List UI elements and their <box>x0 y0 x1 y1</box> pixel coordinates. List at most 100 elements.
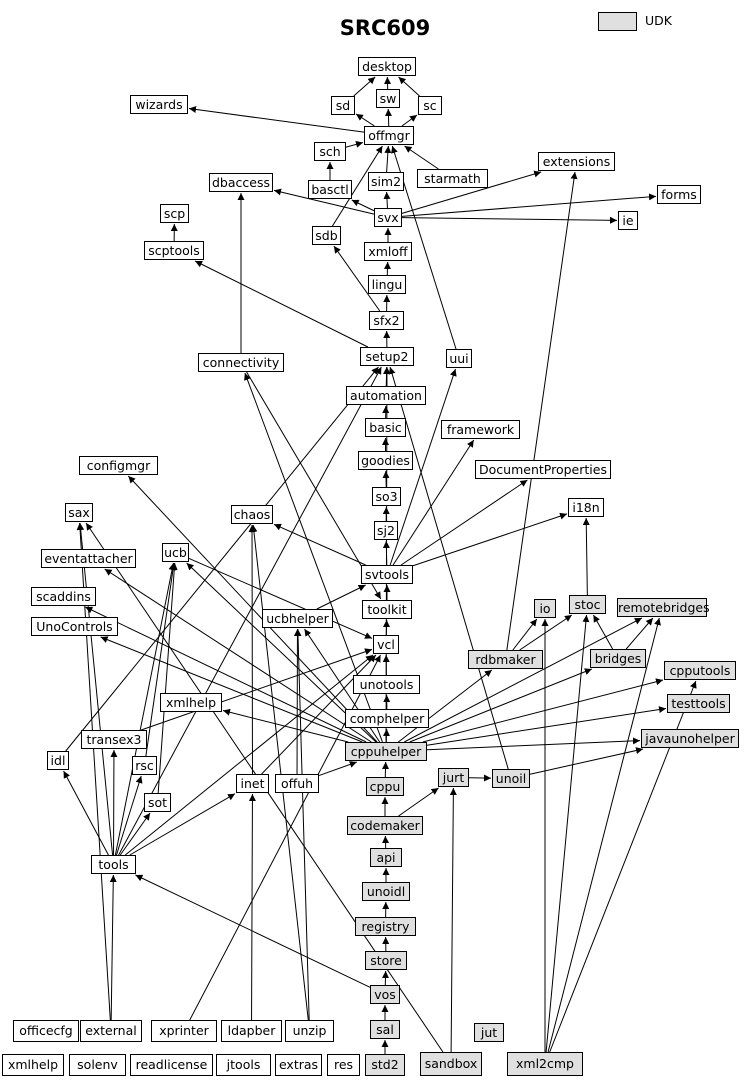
diagram-title: SRC609 <box>339 16 431 40</box>
edge-tools-to-ucb <box>114 562 176 856</box>
edge-vos-to-tools <box>135 874 371 988</box>
edge-ldapber-to-inet <box>248 793 256 1021</box>
edge-transex3-to-vcl <box>141 648 373 731</box>
edge-xml2cmp-to-stoc <box>545 614 590 1053</box>
edge-svx-to-sim2 <box>383 191 391 209</box>
edge-svtools-to-documentproperties <box>400 479 528 566</box>
node-sal: sal <box>370 1020 400 1039</box>
node-unoil: unoil <box>492 769 530 788</box>
edge-tools-to-idl <box>63 770 109 856</box>
edge-svx-to-ie <box>401 216 618 224</box>
edge-rdbmaker-to-extensions <box>506 171 578 651</box>
edge-offmgr-to-sc <box>401 114 418 127</box>
edge-sandbox-to-jurt <box>449 787 457 1053</box>
edge-starmath-to-offmgr <box>404 145 439 170</box>
edge-bridges-to-stoc <box>592 614 614 650</box>
node-basctl: basctl <box>308 180 352 199</box>
edge-svx-to-dbaccess <box>273 188 375 215</box>
node-xml2cmp: xml2cmp <box>507 1052 583 1076</box>
node-registry: registry <box>355 917 416 936</box>
node-sj2: sj2 <box>374 521 398 540</box>
edge-unzip-to-chaos <box>250 524 309 1021</box>
node-cpputools: cpputools <box>664 661 736 680</box>
node-wizards: wizards <box>130 95 188 114</box>
node-basic: basic <box>365 418 406 437</box>
node-ucb: ucb <box>162 543 189 562</box>
node-extras: extras <box>275 1054 322 1076</box>
edge-cppuhelper-to-configmgr <box>127 475 378 743</box>
node-starmath: starmath <box>417 169 488 188</box>
node-res: res <box>327 1054 360 1076</box>
edge-cppuhelper-to-scaddins <box>85 606 367 743</box>
edge-svx-to-forms <box>401 193 657 217</box>
node-xprinter: xprinter <box>151 1020 217 1042</box>
edge-cppuhelper-to-eventattacher <box>104 568 372 743</box>
node-unotools: unotools <box>353 675 420 694</box>
node-connectivity: connectivity <box>198 353 284 372</box>
node-lingu: lingu <box>368 275 406 294</box>
edge-bridges-to-remotebridges <box>625 617 654 650</box>
edge-sch-to-offmgr <box>345 141 364 148</box>
edge-inet-to-vcl <box>261 654 377 775</box>
node-automation: automation <box>346 386 426 405</box>
edge-tools-to-sax <box>77 522 114 856</box>
edge-connectivity-to-toolkit <box>246 371 382 600</box>
node-idl: idl <box>47 751 69 770</box>
edge-cppuhelper-to-unocontrols <box>100 636 363 743</box>
edge-tools-to-inet <box>129 793 236 856</box>
node-sax: sax <box>65 503 93 522</box>
edge-cppuhelper-to-ucb <box>186 562 377 743</box>
node-jtools: jtools <box>216 1054 271 1076</box>
node-comphelper: comphelper <box>345 709 429 728</box>
edge-cppuhelper-to-rdbmaker <box>398 669 493 743</box>
node-scptools: scptools <box>144 241 204 260</box>
node-cppuhelper: cppuhelper <box>345 742 427 761</box>
node-readlicense: readlicense <box>130 1054 213 1076</box>
node-svtools: svtools <box>361 565 413 584</box>
node-io: io <box>534 599 556 618</box>
node-vcl: vcl <box>373 635 399 654</box>
edge-svtools-to-i18n <box>412 512 568 567</box>
node-unzip: unzip <box>285 1020 334 1042</box>
node-ldapber: ldapber <box>221 1020 282 1042</box>
edge-cppuhelper-to-javaunohelper <box>426 737 641 751</box>
edge-setup2-to-scptools <box>194 260 369 348</box>
node-svx: svx <box>374 208 402 227</box>
node-vos: vos <box>370 985 400 1004</box>
node-eventattacher: eventattacher <box>41 549 136 568</box>
edge-tools-to-setup2 <box>118 366 382 856</box>
edge-sd-to-desktop <box>353 76 376 97</box>
node-xmloff: xmloff <box>364 242 412 261</box>
node-xmlhelp2: xmlhelp <box>2 1054 64 1076</box>
edge-sdb-to-offmgr <box>332 145 383 227</box>
edge-rdbmaker-to-stoc <box>519 614 573 651</box>
node-sot: sot <box>144 793 171 812</box>
edge-offmgr-to-sd <box>355 113 375 127</box>
node-sdb: sdb <box>312 226 341 245</box>
node-officecfg: officecfg <box>13 1020 79 1042</box>
node-desktop: desktop <box>358 57 416 76</box>
node-so3: so3 <box>372 487 401 506</box>
edge-xml2cmp-to-remotebridges <box>547 617 661 1053</box>
edge-offuh-to-cppuhelper <box>318 761 357 777</box>
edge-ucb-to-vcl <box>188 557 373 639</box>
node-sandbox: sandbox <box>420 1052 482 1076</box>
edge-cppuhelper-to-remotebridges <box>403 617 643 743</box>
edge-cppuhelper-to-bridges <box>409 668 592 743</box>
node-scp: scp <box>160 204 189 223</box>
node-sc: sc <box>418 96 442 115</box>
node-unoidl: unoidl <box>362 882 410 901</box>
edge-unzip-to-ucbhelper <box>294 628 310 1021</box>
node-store: store <box>365 951 407 970</box>
node-extensions: extensions <box>538 152 615 171</box>
edge-svx-to-extensions <box>401 170 542 214</box>
edge-idl-to-setup2 <box>65 366 379 752</box>
node-sd: sd <box>331 96 355 115</box>
node-javaunohelper: javaunohelper <box>641 729 739 748</box>
node-toolkit: toolkit <box>362 600 412 619</box>
edge-tools-to-vcl <box>124 654 374 856</box>
edge-rsc-to-ucb <box>145 562 177 757</box>
node-api: api <box>370 848 402 867</box>
edge-svtools-to-uui <box>389 368 457 566</box>
